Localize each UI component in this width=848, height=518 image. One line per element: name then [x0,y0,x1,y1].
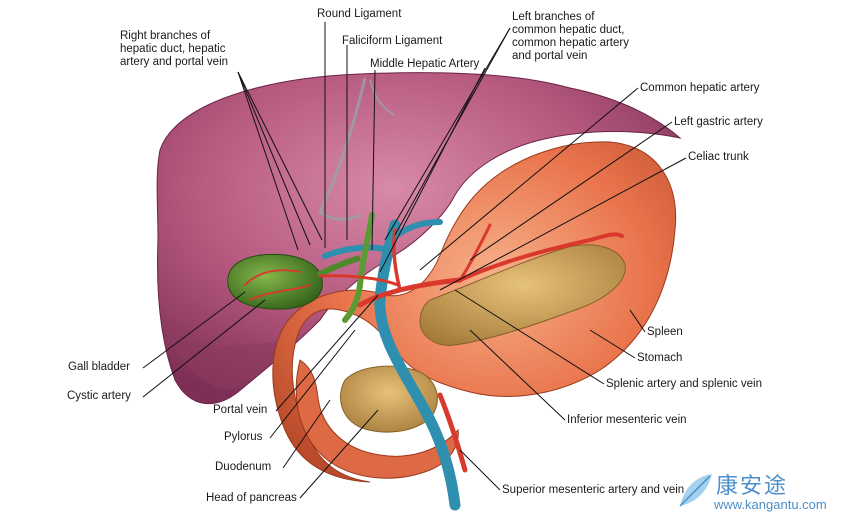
label-cystic-artery: Cystic artery [67,390,131,402]
watermark-chinese: 康安途 [716,474,789,499]
label-left-gastric-artery: Left gastric artery [674,116,763,128]
leader-lines [142,22,687,499]
label-gall-bladder: Gall bladder [68,361,131,373]
label-round-ligament: Round Ligament [317,8,402,20]
hepatic-duct [342,212,375,323]
watermark-url: www.kangantu.com [714,497,827,512]
arteries [244,223,624,473]
gall-bladder [227,253,323,310]
label-pylorus: Pylorus [224,431,263,443]
pancreas-body [419,244,626,346]
label-common-hepatic-artery: Common hepatic artery [640,82,760,94]
portal-vein [374,219,461,511]
duodenum [295,359,459,479]
label-superior-mesenteric: Superior mesenteric artery and vein [502,484,685,496]
cystic-duct [316,255,361,278]
label-stomach: Stomach [637,352,683,364]
round-ligament-line [369,79,396,116]
label-falciform-ligament: Faliciform Ligament [342,35,443,47]
label-duodenum: Duodenum [215,461,272,473]
watermark-leaf-icon [679,474,712,507]
label-head-of-pancreas: Head of pancreas [206,492,297,504]
label-splenic-artery-vein: Splenic artery and splenic vein [606,378,762,390]
liver-right-lobe-shadow [170,335,300,390]
label-spleen: Spleen [647,326,683,338]
label-inferior-mesenteric-vein: Inferior mesenteric vein [567,414,687,426]
label-left-branches: Left branches of common hepatic duct, co… [512,11,629,62]
label-portal-vein: Portal vein [213,404,268,416]
label-celiac-trunk: Celiac trunk [688,151,749,163]
label-right-branches: Right branches of hepatic duct, hepatic … [120,30,229,68]
label-middle-hepatic-artery: Middle Hepatic Artery [370,58,480,70]
